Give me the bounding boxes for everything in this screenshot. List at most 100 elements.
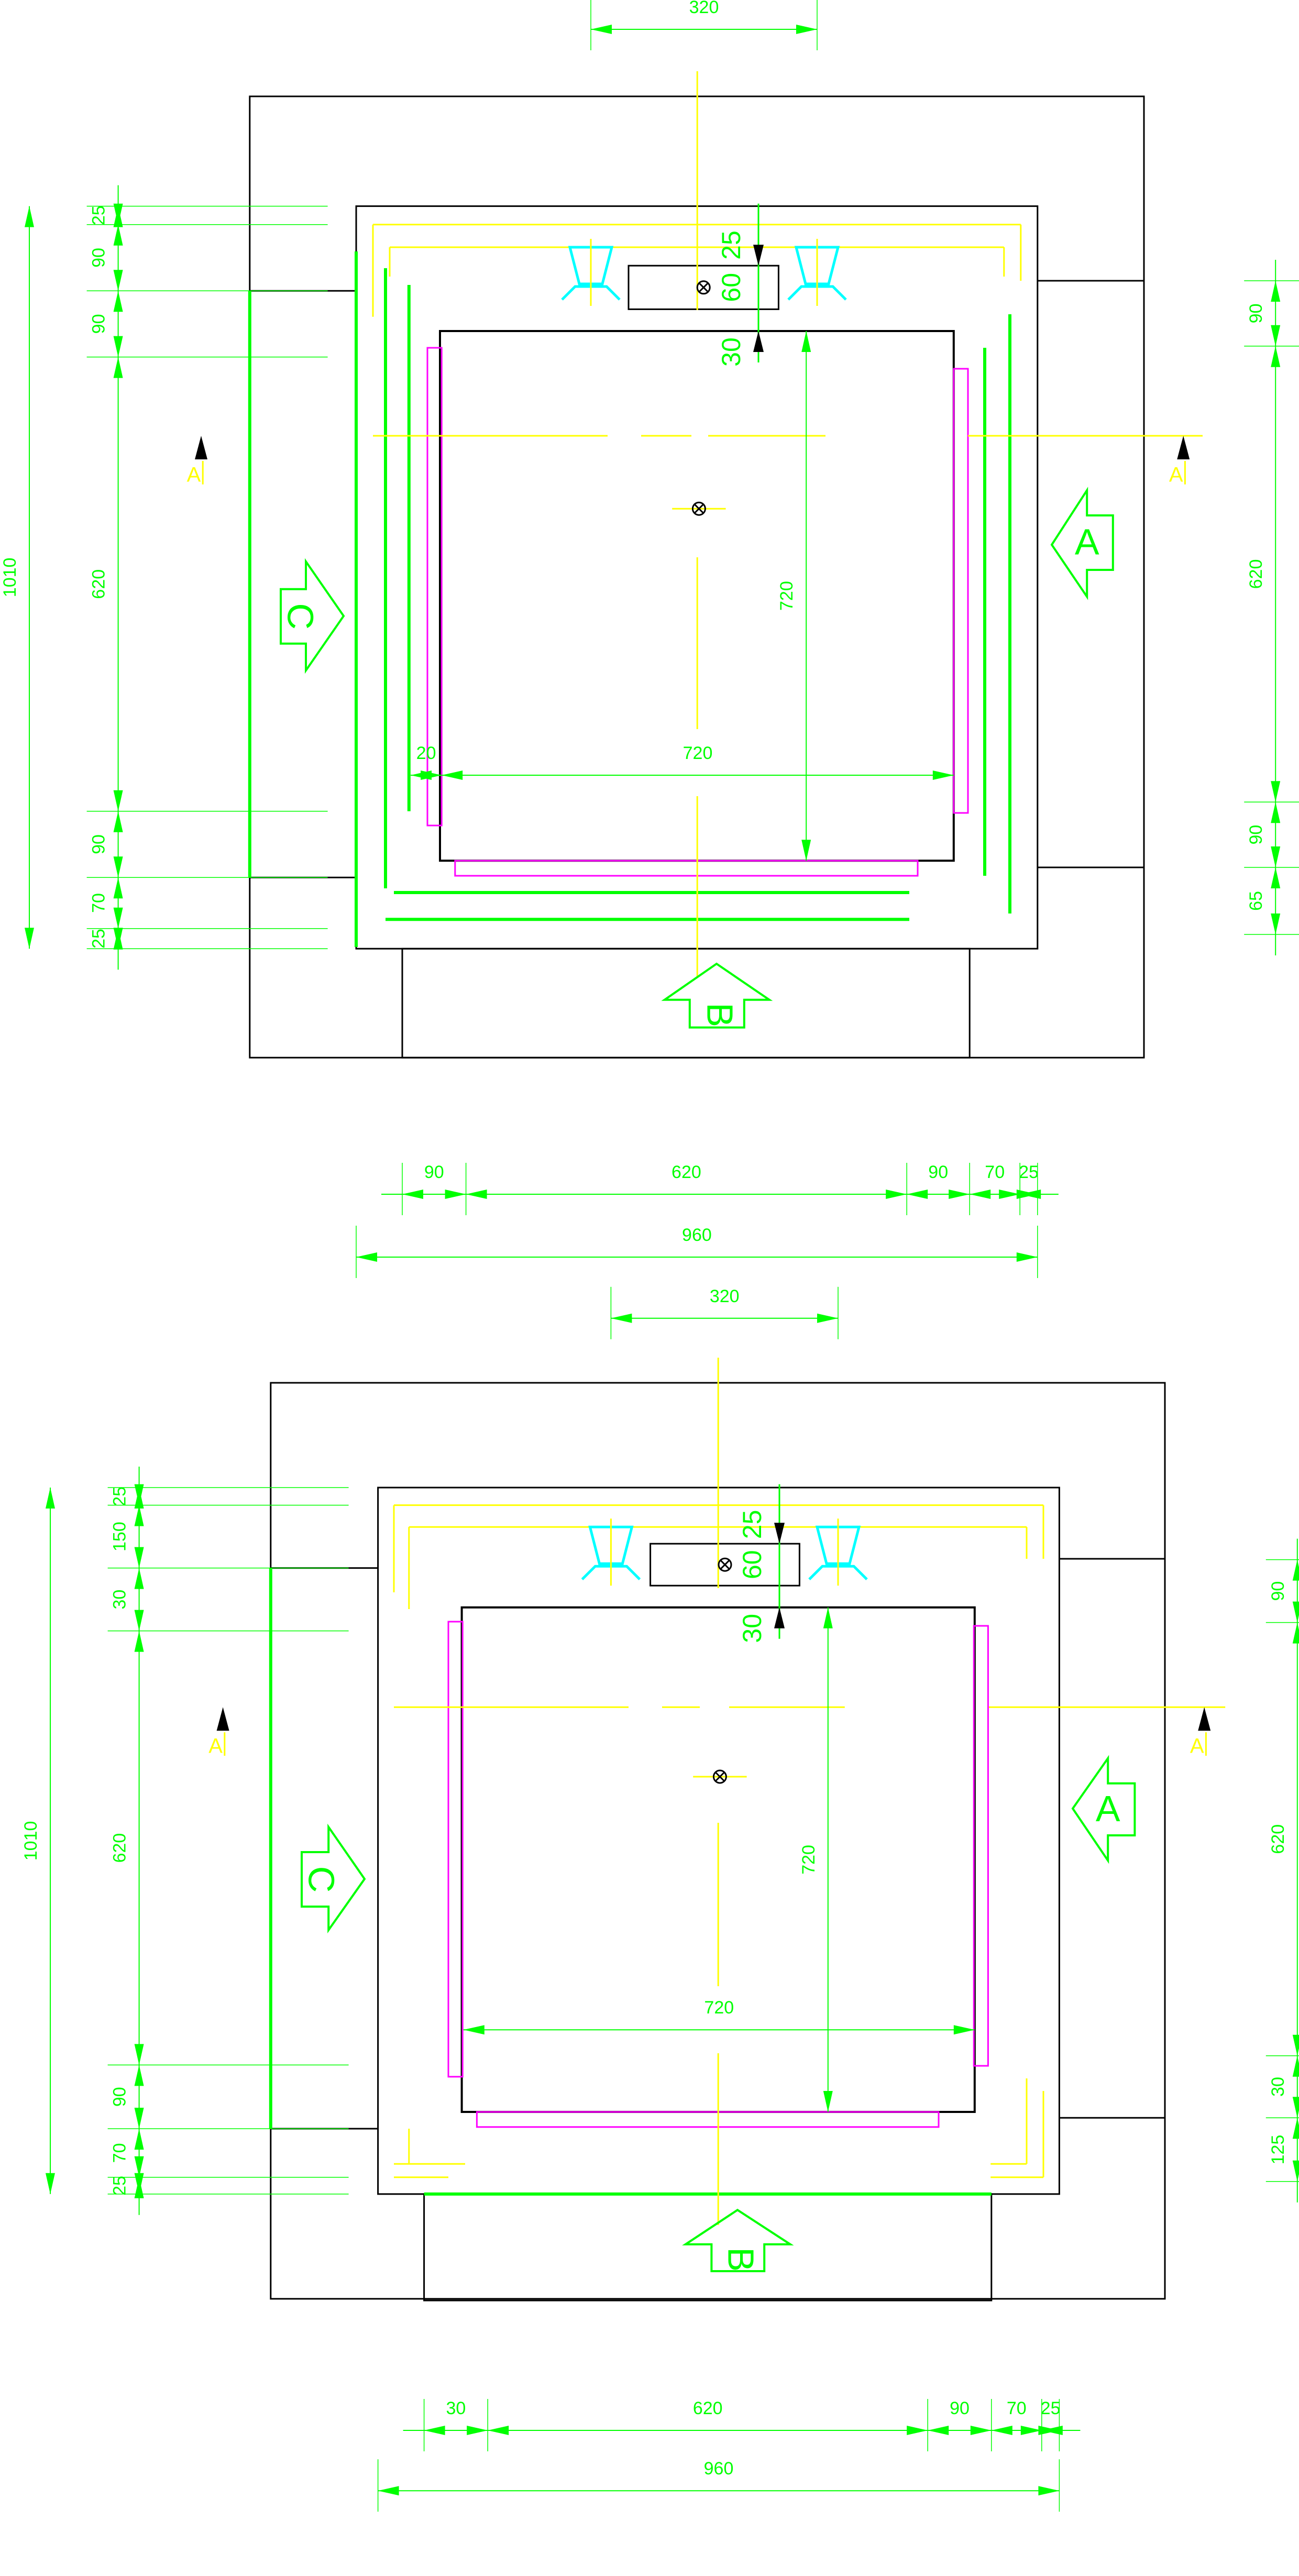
dimension-arrow [134,1568,144,1589]
dimension-label-counterweight: 60 [717,273,746,302]
dimension-arrow [113,270,123,291]
dimension-arrow [421,770,442,780]
dimension-arrow [113,336,123,357]
dimension-arrow [801,840,811,861]
landing-door-recess [423,2193,993,2302]
dimension-arrow [753,245,764,266]
dimension-arrow [907,2426,928,2435]
dimension-arrow [774,1607,785,1628]
car-door-panel [454,860,919,877]
dimension-arrow [1020,2426,1042,2435]
dimension-arrow [1292,2034,1299,2056]
dimension-label-right: 30 [1268,2077,1288,2097]
dimension-label-total-depth: 1010 [21,1821,41,1861]
dimension-label-left: 90 [89,834,109,854]
dimension-label-right: 620 [1246,559,1266,589]
dimension-arrow [1271,781,1281,802]
dimension-label-top: 320 [710,1286,740,1306]
dimension-label-left: 25 [110,2176,130,2196]
dimension-arrow [113,907,123,929]
dimension-label-left: 70 [110,2143,130,2163]
entrance-arrow-b [661,962,773,1029]
dimension-arrow [113,877,123,899]
dimension-arrow [907,1190,928,1199]
section-arrow-icon [1177,436,1190,459]
dimension-arrow [1292,2118,1299,2139]
section-label: A [187,463,201,486]
dimension-label-bottom: 90 [928,1162,948,1182]
dimension-label-left: 150 [110,1522,130,1551]
dimension-arrow [1271,325,1281,346]
dimension-label-car-width: 720 [683,743,713,763]
dimension-label-left: 70 [89,893,109,913]
dimension-label-bottom: 25 [1019,1162,1039,1182]
dimension-arrow [466,1190,487,1199]
dimension-arrow [1292,2097,1299,2118]
dimension-label-bottom: 90 [950,2398,970,2418]
dimension-label-left: 25 [110,1487,130,1506]
dimension-arrow [134,2173,144,2194]
dimension-label-car-width: 720 [704,1998,734,2018]
dimension-arrow [445,1190,466,1199]
dimension-label-bottom: 620 [693,2398,723,2418]
dimension-arrow [1292,1601,1299,1623]
dimension-label-total-width: 960 [682,1225,712,1245]
dimension-arrow [1038,2426,1060,2435]
dimension-arrow [1271,846,1281,867]
dimension-label-bottom: 25 [1041,2398,1061,2418]
dimension-label-total-depth: 1010 [0,558,20,598]
dimension-label-bottom: 30 [446,2398,466,2418]
dimension-arrow [970,2426,992,2435]
arrow-label-a: A [1096,1788,1120,1829]
section-label: A [1169,463,1183,486]
dimension-label-right: 90 [1246,825,1266,845]
car-door-panel [476,2111,940,2128]
center-mark-icon [718,1557,732,1572]
center-mark-icon [693,503,704,514]
dimension-label-bottom: 70 [1007,2398,1027,2418]
dimension-arrow [467,2426,488,2435]
dimension-arrow [113,224,123,246]
dimension-arrow [1271,802,1281,823]
entrance-arrow-b [682,2208,794,2272]
center-mark-icon [712,1769,727,1784]
dimension-arrow [113,790,123,811]
center-mark-icon [719,1559,731,1570]
dimension-label-left: 30 [110,1590,130,1610]
dimension-label-right: 125 [1268,2135,1288,2165]
dimension-arrow [1292,2055,1299,2077]
dimension-arrow [999,1190,1020,1199]
dimension-arrow [378,2486,399,2496]
section-label: A [1190,1735,1204,1758]
dimension-label-left: 25 [89,205,109,225]
dimension-arrow [25,206,34,227]
dimension-label-counterweight: 30 [737,1614,767,1643]
dimension-arrow [134,2129,144,2150]
car-panel-right [973,1625,989,2067]
dimension-arrow [949,1190,970,1199]
dimension-arrow [134,2156,144,2177]
arrow-label-b: B [720,2247,761,2272]
entrance-arrow-c [301,1823,366,1934]
car-panel-right [953,368,969,814]
dimension-arrow [113,291,123,312]
center-mark-icon [691,501,706,516]
dimension-arrow [402,1190,423,1199]
dimension-arrow [463,2025,485,2035]
dimension-arrow [1271,913,1281,934]
section-arrow-icon [1198,1707,1211,1731]
dimension-arrow [817,1313,838,1323]
arrow-label-c: C [280,603,321,630]
dimension-label-car-depth: 720 [777,581,797,611]
section-label: A [208,1735,223,1758]
dimension-arrow [823,1607,833,1628]
dimension-label-counterweight: 25 [737,1510,767,1539]
dimension-arrow [134,1610,144,1631]
dimension-arrow [953,2025,975,2035]
dimension-arrow [1271,346,1281,367]
dimension-label-left: 90 [110,2087,130,2107]
dimension-arrow [774,1523,785,1544]
dimension-arrow [134,2044,144,2065]
